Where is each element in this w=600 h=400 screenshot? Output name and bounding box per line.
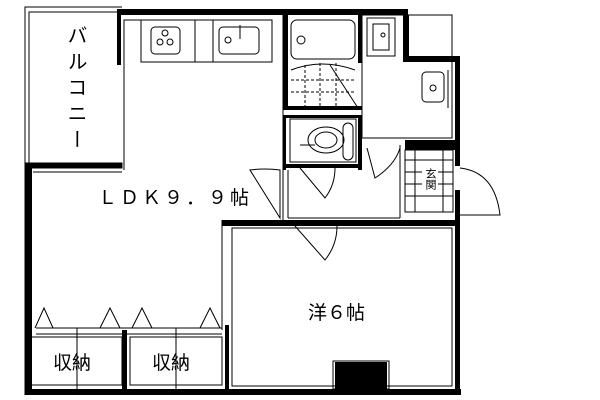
storage-label-1: 収納 [53,352,92,374]
kitchen-counter [140,19,273,63]
washing-machine-space [366,17,396,57]
entrance-label: 玄関 [422,168,438,190]
bedroom-label: 洋６帖 [308,302,366,324]
storage-label-2: 収納 [152,352,191,374]
bathtub [290,19,359,109]
doors [249,147,501,261]
walls [25,9,461,395]
balcony-label: バルコニー [64,25,88,155]
closet-doors [34,306,221,329]
wash-basin [421,70,449,108]
ldk-label: ＬＤＫ９．９帖 [98,187,253,209]
toilet [289,118,357,163]
